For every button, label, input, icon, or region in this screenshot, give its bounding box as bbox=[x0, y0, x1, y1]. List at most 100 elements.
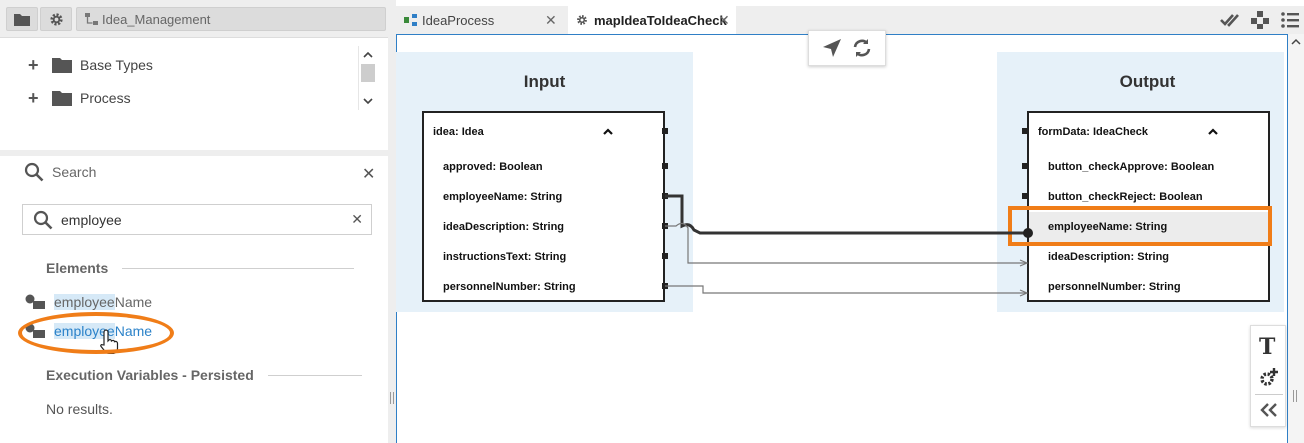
output-title: Output bbox=[1119, 72, 1176, 91]
validate-icon[interactable] bbox=[1220, 10, 1240, 30]
text-tool-icon[interactable]: T bbox=[1259, 334, 1276, 360]
highlighted-row bbox=[1029, 212, 1268, 242]
output-field-button-checkreject[interactable]: button_checkReject: Boolean bbox=[1048, 191, 1203, 203]
collapse-up-icon[interactable] bbox=[1207, 127, 1219, 137]
splitter-grip[interactable] bbox=[390, 392, 394, 404]
input-field-employeename[interactable]: employeeName: String bbox=[443, 191, 563, 203]
scroll-track[interactable] bbox=[1291, 64, 1301, 404]
expand-icon[interactable]: + bbox=[28, 55, 39, 75]
search-title: Search bbox=[52, 164, 97, 180]
search-result-item[interactable]: employeeName bbox=[24, 292, 152, 312]
output-field-employeename[interactable]: employeeName: String bbox=[1048, 221, 1168, 233]
search-input[interactable] bbox=[61, 211, 331, 228]
gear-icon bbox=[49, 12, 63, 26]
settings-button[interactable] bbox=[40, 7, 72, 31]
search-icon bbox=[24, 162, 44, 182]
chevron-up-icon[interactable] bbox=[359, 48, 377, 62]
chevron-down-icon[interactable] bbox=[359, 94, 377, 108]
match-text: employee bbox=[54, 294, 115, 310]
output-port[interactable] bbox=[1022, 163, 1028, 169]
annotation-ellipse bbox=[18, 312, 174, 354]
tree-item-process[interactable]: + Process bbox=[28, 88, 131, 108]
tab-ideaprocess[interactable]: IdeaProcess ✕ bbox=[396, 6, 564, 34]
search-icon bbox=[33, 210, 53, 229]
collapse-up-icon[interactable] bbox=[602, 127, 614, 137]
no-results-text: No results. bbox=[46, 401, 113, 417]
tab-label: mapIdeaToIdeaCheck bbox=[594, 12, 727, 28]
editor-tabbar: IdeaProcess ✕ mapIdeaToIdeaCheck ✕ bbox=[396, 6, 1304, 34]
tree-scrollbar[interactable] bbox=[358, 46, 376, 110]
canvas-toolbar bbox=[808, 30, 886, 66]
collapse-icon[interactable] bbox=[1258, 400, 1280, 420]
tab-label: IdeaProcess bbox=[422, 12, 495, 28]
left-panel: Idea_Management + Base Types + Process S… bbox=[0, 0, 388, 443]
panel-divider bbox=[0, 150, 388, 156]
search-field[interactable]: ✕ bbox=[22, 204, 372, 235]
output-port[interactable] bbox=[1022, 128, 1028, 134]
process-icon bbox=[85, 13, 98, 25]
panel-splitter[interactable] bbox=[388, 0, 396, 443]
output-field-button-checkapprove[interactable]: button_checkApprove: Boolean bbox=[1048, 161, 1215, 173]
splitter-grip[interactable] bbox=[1293, 390, 1297, 402]
divider bbox=[1255, 394, 1283, 395]
breadcrumb-label: Idea_Management bbox=[102, 11, 211, 27]
scroll-thumb[interactable] bbox=[361, 64, 375, 82]
chevron-up-icon[interactable] bbox=[1288, 36, 1304, 48]
tree-item-label: Process bbox=[80, 90, 131, 106]
annotation-rectangle bbox=[1008, 206, 1272, 246]
gear-icon bbox=[577, 15, 587, 25]
input-field-personnelnumber[interactable]: personnelNumber: String bbox=[443, 281, 576, 293]
connection-endpoint[interactable] bbox=[1023, 228, 1033, 238]
output-port[interactable] bbox=[1022, 193, 1028, 199]
input-header: idea: Idea bbox=[433, 126, 484, 138]
process-icon bbox=[404, 14, 417, 26]
clear-search-icon[interactable]: ✕ bbox=[351, 211, 363, 227]
close-search-button[interactable]: ✕ bbox=[362, 164, 375, 184]
folder-button[interactable] bbox=[6, 7, 38, 31]
input-field-ideadescription[interactable]: ideaDescription: String bbox=[443, 221, 565, 233]
output-header: formData: IdeaCheck bbox=[1038, 126, 1149, 138]
section-title: Execution Variables - Persisted bbox=[46, 367, 254, 383]
output-field-personnelnumber[interactable]: personnelNumber: String bbox=[1048, 281, 1181, 293]
folder-icon bbox=[52, 91, 72, 106]
execution-variables-section-header: Execution Variables - Persisted bbox=[46, 367, 362, 383]
side-toolbox: T bbox=[1250, 325, 1286, 427]
expand-icon[interactable]: + bbox=[28, 88, 39, 108]
close-tab-icon[interactable]: ✕ bbox=[718, 11, 730, 28]
divider bbox=[122, 267, 355, 269]
connection-personnelnumber[interactable] bbox=[665, 285, 1026, 294]
input-object-box[interactable]: idea: Idea approved: Boolean employeeNam… bbox=[422, 111, 665, 302]
breadcrumb[interactable]: Idea_Management bbox=[76, 7, 386, 31]
list-icon[interactable] bbox=[1280, 10, 1300, 30]
navigate-icon[interactable] bbox=[821, 37, 843, 59]
project-tree: + Base Types + Process bbox=[6, 38, 386, 150]
add-component-icon[interactable] bbox=[1258, 366, 1280, 388]
tree-item-base-types[interactable]: + Base Types bbox=[28, 55, 153, 75]
variable-icon bbox=[25, 294, 45, 309]
refresh-icon[interactable] bbox=[851, 37, 873, 59]
left-toolbar: Idea_Management bbox=[0, 0, 388, 38]
add-component-icon[interactable] bbox=[1250, 10, 1270, 30]
section-title: Elements bbox=[46, 260, 109, 276]
arrow-head bbox=[1019, 259, 1029, 267]
arrow-head bbox=[1019, 289, 1029, 297]
input-port[interactable] bbox=[662, 163, 668, 169]
canvas-scrollbar[interactable] bbox=[1288, 34, 1304, 443]
tab-mapideatoideacheck[interactable]: mapIdeaToIdeaCheck ✕ bbox=[568, 6, 736, 34]
close-tab-icon[interactable]: ✕ bbox=[545, 11, 557, 28]
input-field-instructionstext[interactable]: instructionsText: String bbox=[443, 251, 567, 263]
close-icon[interactable]: ✕ bbox=[362, 166, 376, 183]
folder-icon bbox=[52, 58, 72, 73]
connection-ideadescription[interactable] bbox=[665, 222, 1026, 264]
search-panel-header: Search bbox=[24, 160, 374, 184]
output-field-ideadescription[interactable]: ideaDescription: String bbox=[1048, 251, 1170, 263]
elements-section-header: Elements bbox=[46, 260, 355, 276]
tree-item-label: Base Types bbox=[80, 57, 153, 73]
editor-actions bbox=[1220, 10, 1300, 30]
input-title: Input bbox=[523, 72, 566, 91]
connection-employeename[interactable] bbox=[665, 194, 1028, 235]
input-port[interactable] bbox=[662, 253, 668, 259]
input-port[interactable] bbox=[662, 128, 668, 134]
input-field-approved[interactable]: approved: Boolean bbox=[443, 161, 543, 173]
